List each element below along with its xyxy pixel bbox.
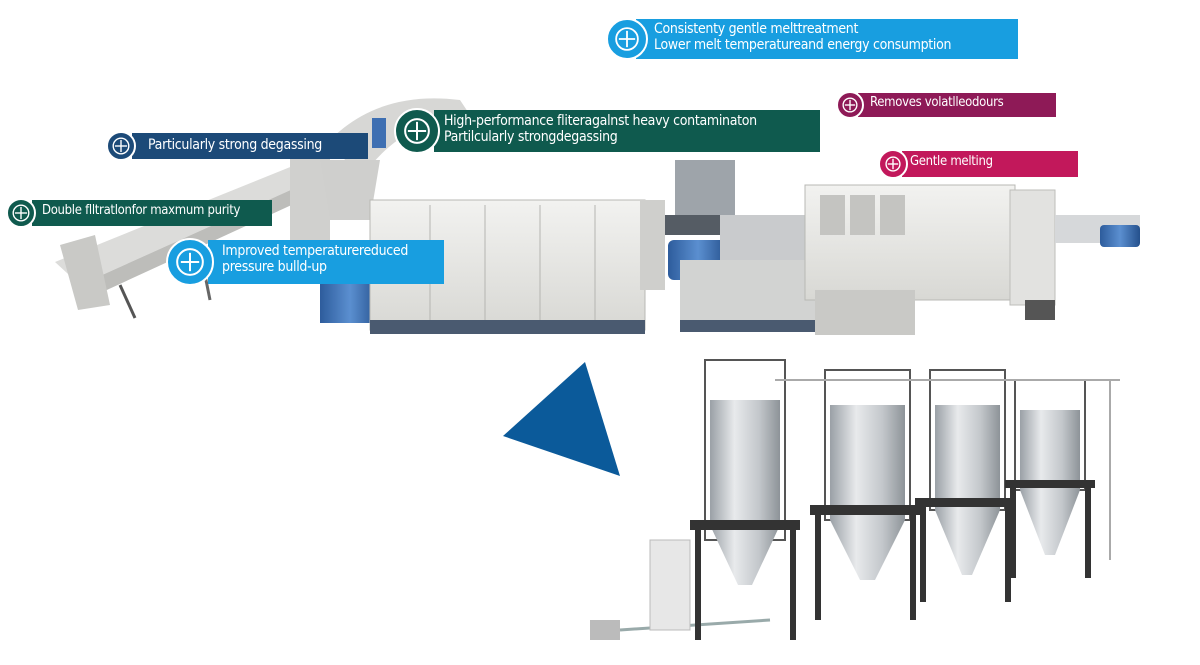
plus-circle-icon [836,91,864,119]
silo-3 [915,369,1015,602]
callout-gentle-melt-treatment: Consistenty gentle melttreatment Lower m… [606,18,1018,60]
callout-line: Particularly strong degassing [148,137,322,153]
silo-1 [690,359,800,640]
callout-strong-degassing: Particularly strong degassing [106,131,368,161]
plus-circle-icon [6,198,36,228]
callout-improved-temperature: Improved temperaturereduced pressure bul… [166,238,444,286]
silo-4 [1005,379,1095,578]
callout-line: High-performance fliteragalnst heavy con… [444,113,757,129]
callout-line: Gentle melting [910,154,993,169]
callout-line: Partilcularly strongdegassing [444,129,618,146]
plus-circle-icon [166,238,214,286]
callout-line: Double flltratlonfor maxmum purity [42,203,241,218]
plus-circle-icon [106,131,136,161]
callout-line: Removes volatlleodours [870,95,1004,110]
pointer-triangle [503,362,620,476]
filter-extruder [665,160,820,332]
callout-line: Improved temperaturereduced [222,243,409,259]
callout-line: pressure bulld-up [222,259,327,276]
callout-line: Consistenty gentle melttreatment [654,21,859,37]
plus-circle-icon [394,108,440,154]
callout-removes-odours: Removes volatlleodours [836,91,1056,119]
callout-double-filtration: Double flltratlonfor maxmum purity [6,198,272,228]
callout-line: Lower melt temperatureand energy consump… [654,37,952,54]
plus-circle-icon [878,149,908,179]
plus-circle-icon [606,18,648,60]
callout-gentle-melting: Gentle melting [878,149,1078,179]
silo-2 [810,369,920,620]
callout-high-performance-filter: High-performance fliteragalnst heavy con… [394,108,820,154]
extruder-right [804,184,1140,335]
main-cabinet [369,199,665,334]
silo-group [590,359,1120,640]
